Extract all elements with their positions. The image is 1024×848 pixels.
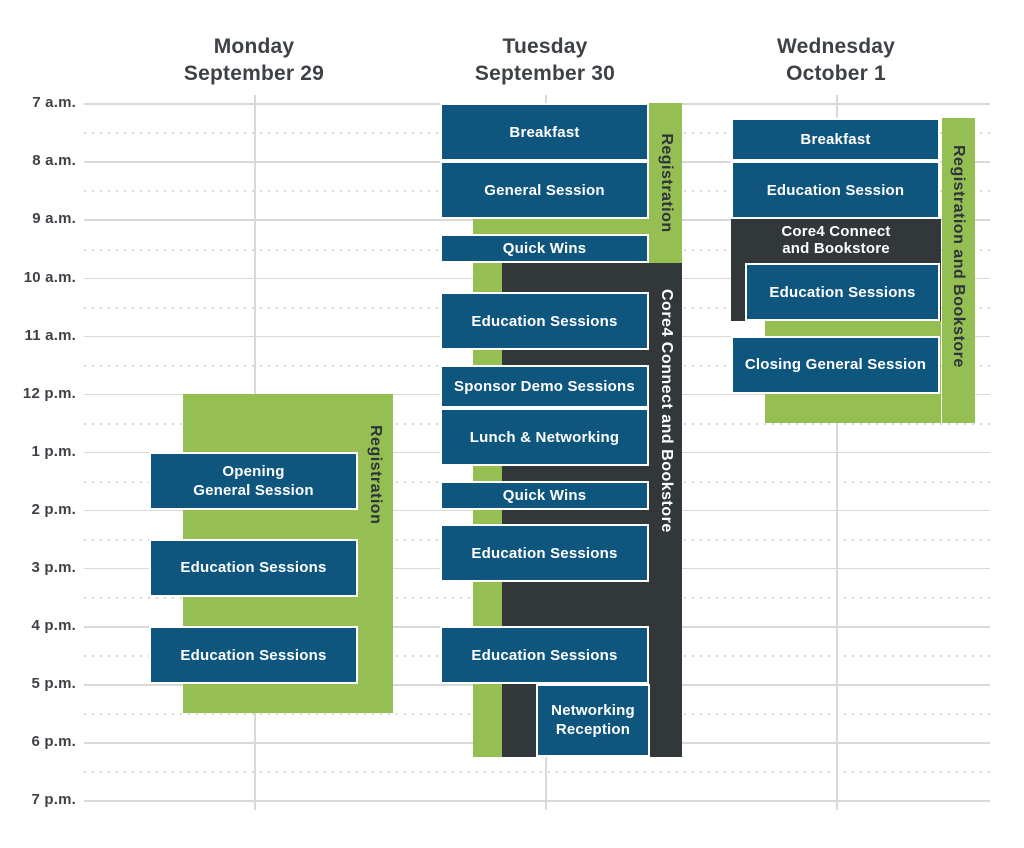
session-event-block: Breakfast [731,117,940,162]
event-label: Opening General Session [193,462,314,499]
time-label: 1 p.m. [31,442,76,460]
event-label: General Session [484,181,605,199]
registration-block: Registration and Bookstore [942,117,975,423]
time-label: 6 p.m. [31,733,76,751]
time-label: 11 a.m. [24,326,76,344]
session-event-block: General Session [440,161,649,220]
event-label: Lunch & Networking [469,428,620,446]
registration-vertical-label: Registration [367,424,384,525]
event-label: Education Sessions [180,559,327,577]
event-label: Education Sessions [471,312,618,330]
time-label: 7 a.m. [32,94,76,112]
event-label: Sponsor Demo Sessions [454,377,635,395]
day-header: Monday September 29 [183,35,325,85]
session-event-block: Education Sessions [149,626,358,685]
registration-vertical-label: Registration [658,133,675,233]
session-event-block: Opening General Session [149,451,358,510]
half-hour-gridline [84,771,990,774]
day-axis-line [836,95,838,810]
session-event-block: Lunch & Networking [440,408,649,467]
time-label: 10 a.m. [23,268,76,286]
event-label: Breakfast [800,131,871,149]
time-label: 8 a.m. [32,152,76,170]
event-label: Education Session [766,181,905,199]
session-event-block: Education Sessions [745,263,940,322]
event-label: Quick Wins [502,239,587,257]
session-event-block: Quick Wins [440,233,649,263]
session-event-block: Closing General Session [731,335,940,394]
event-label: Education Sessions [180,646,327,664]
day-header: Wednesday October 1 [776,35,896,85]
session-event-block: Quick Wins [440,480,649,510]
hour-gridline [84,800,990,802]
event-label: Education Sessions [471,646,618,664]
registration-vertical-label: Registration and Bookstore [950,144,967,368]
core4-vertical-label: Core4 Connect and Bookstore [658,289,675,533]
session-event-block: Education Sessions [440,524,649,583]
event-label: Networking Reception [551,702,635,739]
event-label: Breakfast [509,123,580,141]
session-event-block: Education Session [731,161,940,220]
day-header: Tuesday September 30 [474,35,616,85]
time-label: 12 p.m. [22,384,76,402]
session-event-block: Education Sessions [440,292,649,351]
time-label: 5 p.m. [31,675,76,693]
time-label: 4 p.m. [31,617,76,635]
session-event-block: Sponsor Demo Sessions [440,364,649,409]
event-label: Closing General Session [744,356,927,374]
session-event-block: Education Sessions [440,626,649,685]
time-label: 3 p.m. [31,559,76,577]
time-label: 9 a.m. [32,210,76,228]
event-label: Education Sessions [471,544,618,562]
session-event-block: Breakfast [440,103,649,162]
session-event-block: Networking Reception [536,684,650,757]
event-label: Education Sessions [769,283,916,301]
time-label: 2 p.m. [31,501,76,519]
core4-heading-label: Core4 Connect and Bookstore [781,223,891,258]
session-event-block: Education Sessions [149,538,358,597]
time-label: 7 p.m. [31,791,76,809]
event-label: Quick Wins [502,486,587,504]
